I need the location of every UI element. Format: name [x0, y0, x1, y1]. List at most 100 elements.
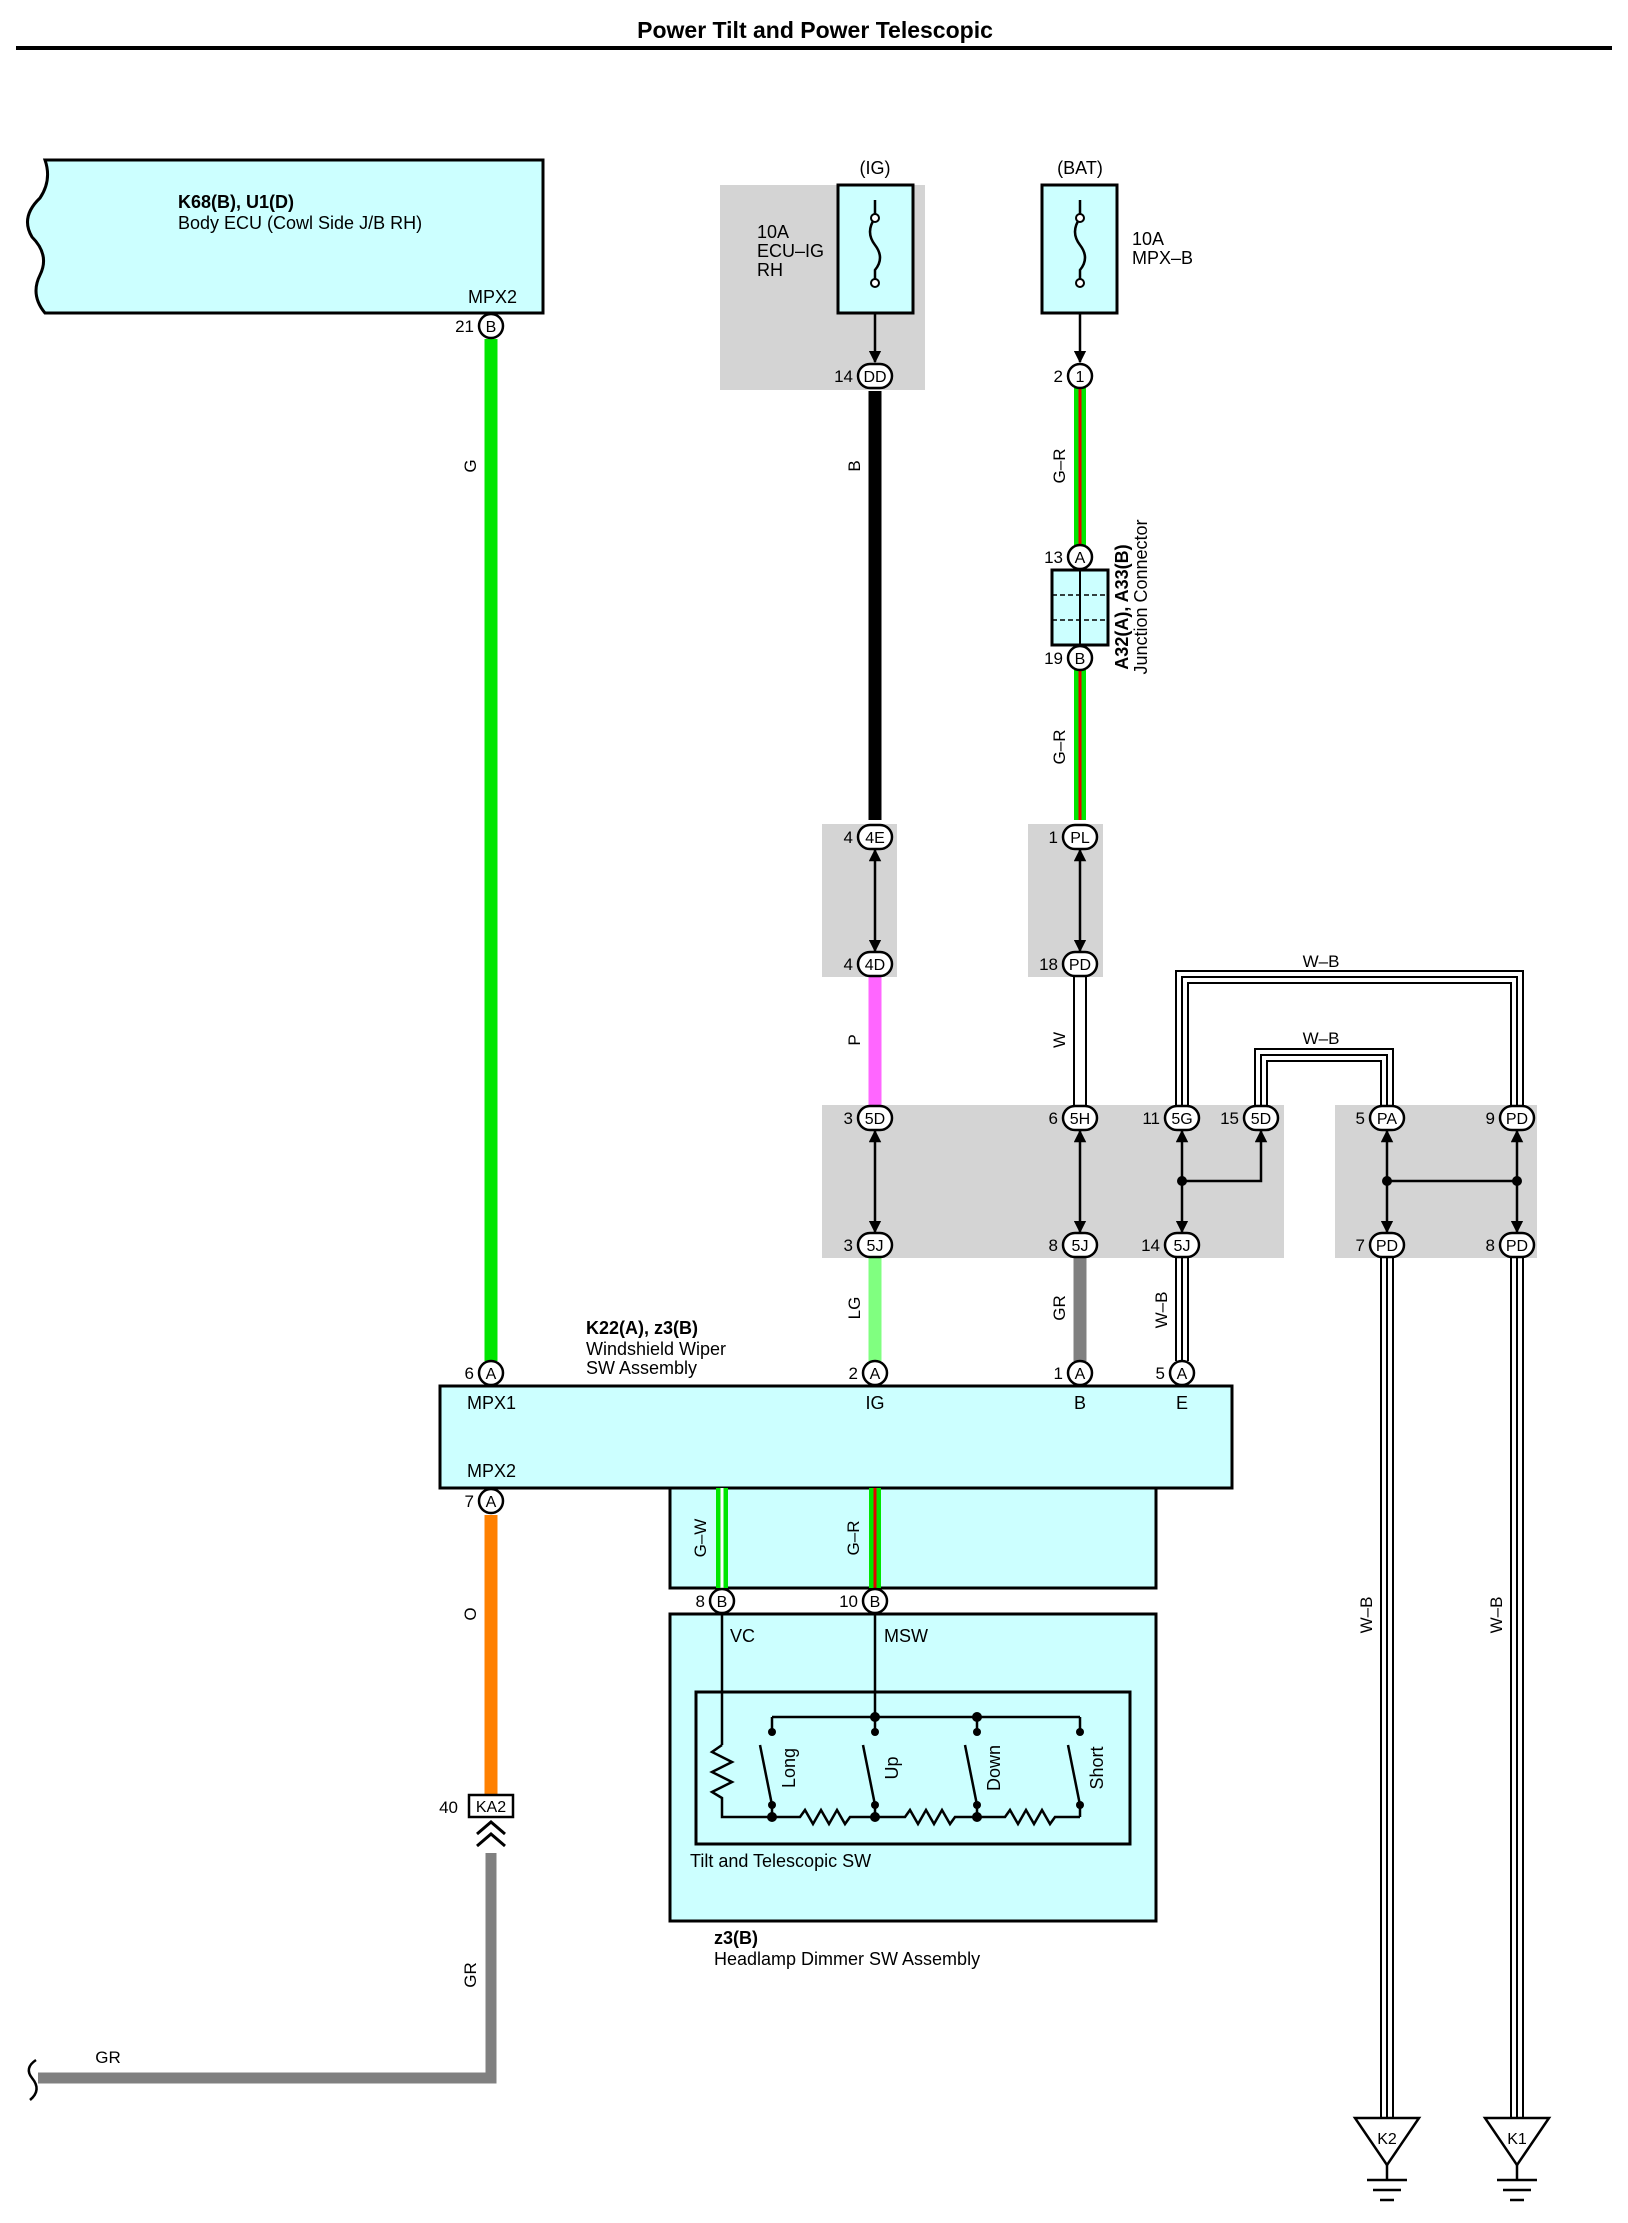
tilt-telescopic-circuit	[709, 1614, 1084, 1827]
pin-id: PD	[1506, 1238, 1528, 1255]
connector-pl-shade	[1028, 824, 1103, 977]
fuse-ig-rating: 10A	[757, 222, 789, 242]
pin-number: 6	[465, 1364, 474, 1383]
fuse-bat-name1: MPX–B	[1132, 248, 1193, 268]
wire-lg-label: LG	[845, 1297, 864, 1320]
pin-id: PL	[1070, 830, 1090, 847]
connector-ka2-num: 40	[439, 1798, 458, 1817]
pin-id: 5J	[1072, 1238, 1089, 1255]
junction-connector-lines	[1052, 570, 1108, 645]
junction-codes: A32(A), A33(B)	[1112, 544, 1132, 669]
body-ecu-name: Body ECU (Cowl Side J/B RH)	[178, 213, 422, 233]
switch-down-label: Down	[984, 1745, 1004, 1791]
pin-number: 4	[844, 955, 853, 974]
wiper-sub-box	[668, 1486, 1158, 1590]
pin-number: 7	[1356, 1236, 1365, 1255]
pin-id: A	[486, 1494, 497, 1511]
wire-g-w-label: G–W	[691, 1519, 710, 1558]
pin-number: 2	[1054, 367, 1063, 386]
pin-d-b10: B10	[839, 1587, 889, 1615]
pin-number: 3	[844, 1236, 853, 1255]
pin-number: 4	[844, 828, 853, 847]
pin-c-pd18: PD 18	[1039, 950, 1099, 978]
wiper-term-mpx2: MPX2	[467, 1461, 516, 1481]
wire-w-b-inner-label: W–B	[1303, 1029, 1340, 1048]
wire-o-label: O	[461, 1607, 480, 1620]
wire-w-b-k1-label: W–B	[1487, 1597, 1506, 1634]
pin-id: 5H	[1070, 1111, 1090, 1128]
pin-number: 14	[1141, 1236, 1160, 1255]
pin-id: A	[486, 1366, 497, 1383]
pin-c-5d15: 5D 15	[1220, 1104, 1280, 1132]
pin-id: A	[1075, 1366, 1086, 1383]
ground-k1	[1482, 2116, 1552, 2202]
wiper-codes: K22(A), z3(B)	[586, 1318, 698, 1338]
dimmer-term-msw: MSW	[884, 1626, 928, 1646]
wire-gr-bottom-label2: GR	[95, 2048, 121, 2067]
ground-k2	[1352, 2116, 1422, 2202]
pin-c-5h: 5H 6	[1049, 1104, 1099, 1132]
pin-id: PA	[1377, 1111, 1397, 1128]
fuse-bat-rating: 10A	[1132, 229, 1164, 249]
fuse-ig-name1: ECU–IG	[757, 241, 824, 261]
wiper-sw-box	[438, 1384, 1234, 1490]
pin-number: 21	[455, 317, 474, 336]
ground-k1-label: K1	[1507, 2131, 1527, 2148]
dimmer-sw-box	[668, 1612, 1158, 1923]
pin-number: 8	[1049, 1236, 1058, 1255]
pin-id: 5D	[865, 1111, 885, 1128]
pin-id: DD	[863, 369, 886, 386]
body-ecu-terminal: MPX2	[468, 287, 517, 307]
pin-id: B	[717, 1594, 728, 1611]
tilt-telescopic-sw-box	[694, 1690, 1132, 1846]
pin-c-pd8: PD8	[1486, 1231, 1536, 1259]
wiper-term-e: E	[1176, 1393, 1188, 1413]
dimmer-term-vc: VC	[730, 1626, 755, 1646]
wire-gr-bottom	[38, 1853, 497, 2084]
pin-number: 19	[1044, 649, 1063, 668]
switch-long-label: Long	[779, 1748, 799, 1788]
pin-id: PD	[1376, 1238, 1398, 1255]
pin-w-a2: A2	[849, 1359, 889, 1387]
page-title: Power Tilt and Power Telescopic	[637, 17, 993, 43]
wire-gr-bottom-label: GR	[461, 1962, 480, 1988]
connector-ka2	[467, 1793, 515, 1819]
fuse-ig-name2: RH	[757, 260, 783, 280]
pin-w-a5: A5	[1156, 1359, 1196, 1387]
pin-id: A	[1075, 550, 1086, 567]
wire-b-label: B	[845, 460, 864, 471]
pin-c-5j3: 5J3	[844, 1231, 894, 1259]
pin-number: 3	[844, 1109, 853, 1128]
pin-ecu-b: B 21	[455, 312, 505, 340]
pin-fuse2-1: 12	[1054, 362, 1094, 390]
pin-id: PD	[1506, 1111, 1528, 1128]
pin-id: A	[1177, 1366, 1188, 1383]
pin-number: 5	[1156, 1364, 1165, 1383]
pin-number: 5	[1356, 1109, 1365, 1128]
wire-w-b-loop-outer	[1175, 970, 1524, 1105]
pin-number: 18	[1039, 955, 1058, 974]
pin-number: 9	[1486, 1109, 1495, 1128]
pin-id: 4D	[865, 957, 885, 974]
pin-number: 7	[465, 1492, 474, 1511]
pin-id: PD	[1069, 957, 1091, 974]
connector-ka2-id: KA2	[476, 1799, 506, 1816]
wire-w-b-5j-label: W–B	[1152, 1292, 1171, 1329]
pin-id: B	[486, 319, 497, 336]
wire-g-r-lower-label: G–R	[1050, 730, 1069, 765]
pin-id: 1	[1076, 369, 1085, 386]
pin-j-b: B19	[1044, 644, 1094, 672]
wiper-term-ig: IG	[865, 1393, 884, 1413]
wiper-name1: Windshield Wiper	[586, 1339, 726, 1359]
pin-id: 4E	[865, 830, 885, 847]
pin-id: 5D	[1251, 1111, 1271, 1128]
dimmer-codes: z3(B)	[714, 1928, 758, 1948]
body-ecu-box	[26, 158, 545, 315]
pin-c-5d3: 5D 3	[844, 1104, 894, 1132]
pin-id: 5G	[1171, 1111, 1192, 1128]
pin-number: 6	[1049, 1109, 1058, 1128]
pin-number: 15	[1220, 1109, 1239, 1128]
